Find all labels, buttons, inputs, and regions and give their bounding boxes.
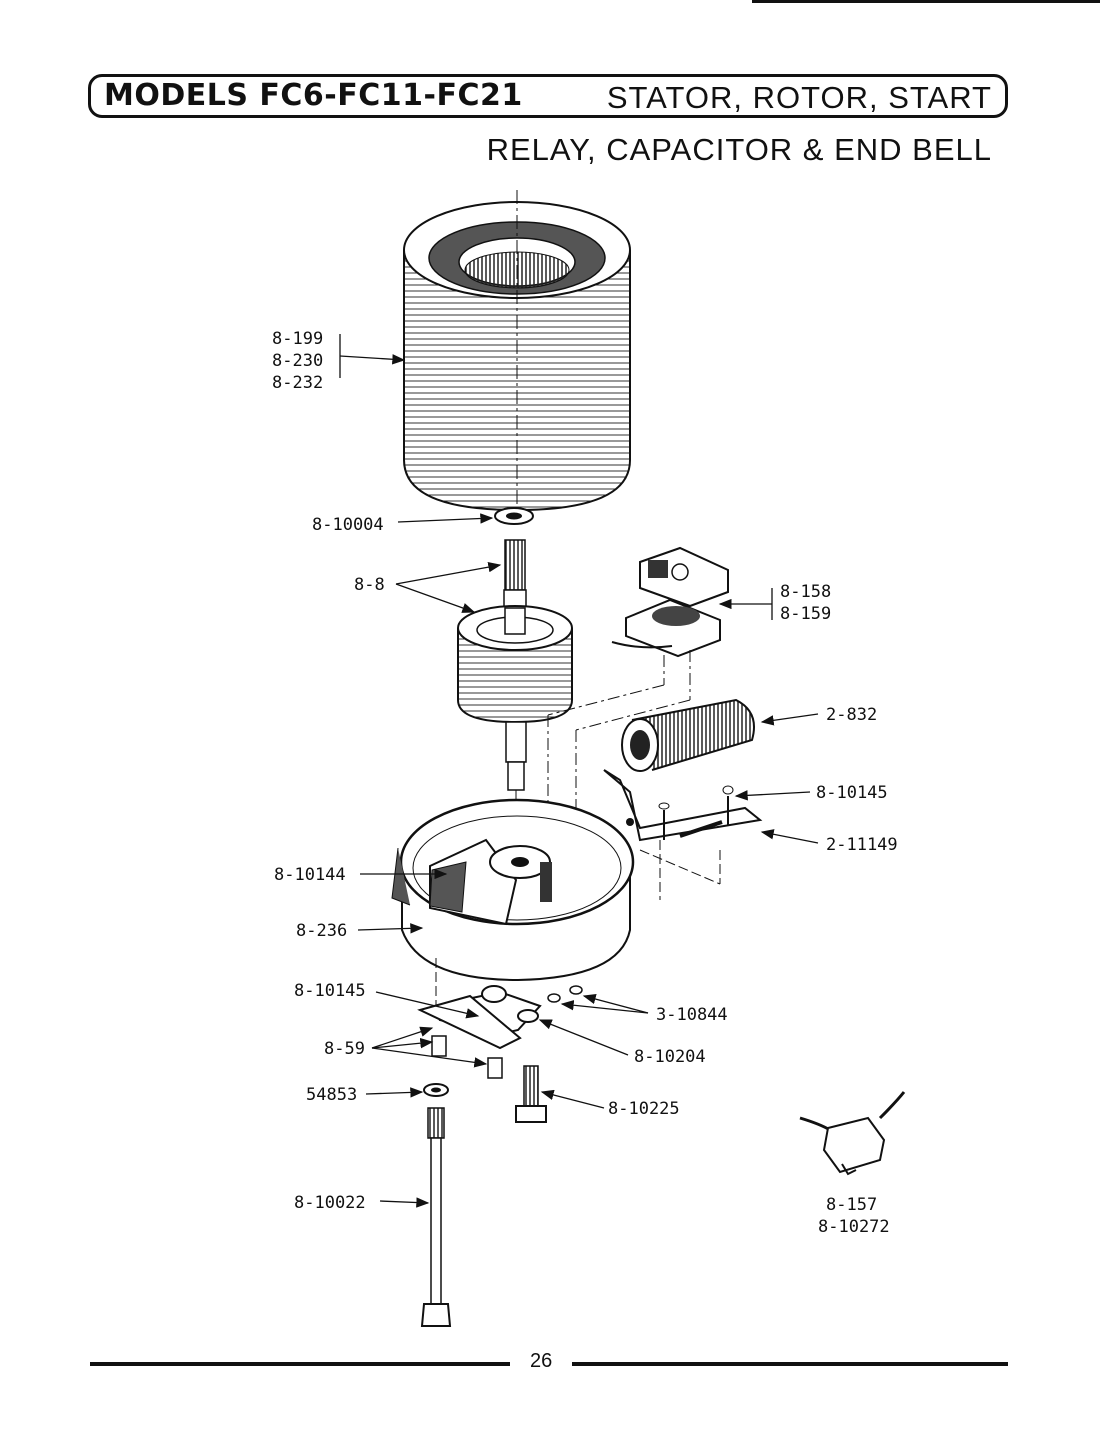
label-rotor: 8-8 [354,575,385,595]
label-relay-2: 8-159 [780,604,831,624]
label-washer-top: 8-10004 [312,515,384,535]
label-protector-2: 8-10272 [818,1217,890,1237]
footer-rule-right [572,1362,1008,1366]
label-washer: 54853 [306,1085,357,1105]
rotor-drawing [457,539,573,860]
label-screw-bracket: 8-10145 [816,783,888,803]
label-screws-nut: 3-10844 [656,1005,728,1025]
label-end-bell: 8-236 [296,921,347,941]
header-box [88,74,1008,118]
label-stator-3: 8-232 [272,373,323,393]
capacitor-drawing [621,698,755,772]
section-title-line1: STATOR, ROTOR, START [606,80,992,115]
stator-drawing [403,190,631,520]
models-title: MODELS FC6-FC11-FC21 [104,78,523,113]
relay-drawing [547,546,729,860]
label-protector-1: 8-157 [826,1195,877,1215]
lower-hardware-drawing [417,958,583,1327]
label-relay-1: 8-158 [780,582,831,602]
end-bell-drawing [391,798,635,982]
label-thru-bolt: 8-10022 [294,1193,366,1213]
label-screw-lower: 8-10145 [294,981,366,1001]
leader-lines [339,334,819,1208]
label-bolt: 8-10225 [608,1099,680,1119]
top-rule [752,0,1100,3]
label-nut: 8-10204 [634,1047,706,1067]
label-bracket: 2-11149 [826,835,898,855]
footer-rule-left [90,1362,510,1366]
label-insulator: 8-10144 [274,865,346,885]
label-stator-2: 8-230 [272,351,323,371]
section-title-line2: RELAY, CAPACITOR & END BELL [486,132,992,167]
washer-drawing [494,507,534,525]
label-bearing: 8-59 [324,1039,365,1059]
bracket-drawing [603,769,763,900]
page-number: 26 [530,1350,553,1372]
protector-drawing [799,1091,906,1176]
label-capacitor: 2-832 [826,705,877,725]
label-stator-1: 8-199 [272,329,323,349]
